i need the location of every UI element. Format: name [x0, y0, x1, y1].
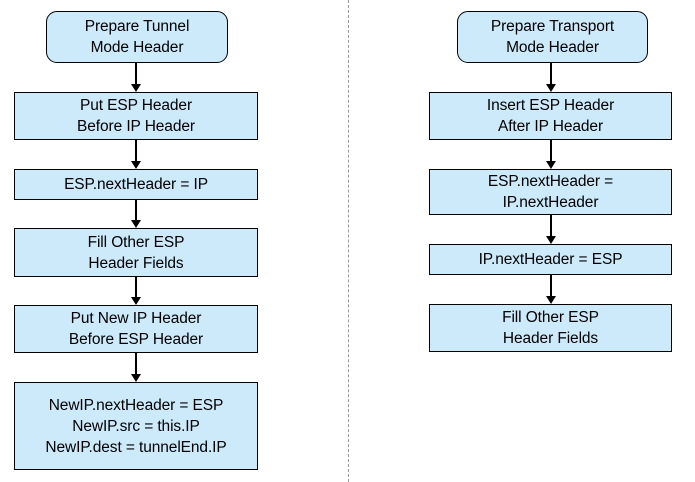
edge-tunnel-step-3-to-step-4 — [129, 277, 143, 305]
node-label: ESP.nextHeader = IP.nextHeader — [487, 173, 614, 211]
node-transport-start[interactable]: Prepare Transport Mode Header — [457, 11, 648, 63]
arrowhead-icon — [131, 374, 141, 382]
edge-tunnel-step-4-to-step-5 — [129, 353, 143, 382]
edge-line — [135, 277, 137, 297]
node-transport-step-1[interactable]: Insert ESP Header After IP Header — [429, 92, 672, 140]
edge-tunnel-step-2-to-step-3 — [129, 200, 143, 228]
node-tunnel-step-3[interactable]: Fill Other ESP Header Fields — [14, 228, 258, 277]
edge-line — [550, 63, 552, 84]
node-label: IP.nextHeader = ESP — [478, 251, 623, 268]
node-transport-step-2[interactable]: ESP.nextHeader = IP.nextHeader — [429, 169, 672, 215]
edge-transport-step-1-to-step-2 — [544, 140, 558, 169]
node-tunnel-step-2[interactable]: ESP.nextHeader = IP — [14, 169, 258, 200]
node-label: Fill Other ESP Header Fields — [87, 233, 185, 272]
node-label: Put New IP Header Before ESP Header — [68, 310, 204, 348]
node-transport-step-3[interactable]: IP.nextHeader = ESP — [429, 244, 672, 275]
node-transport-step-4[interactable]: Fill Other ESP Header Fields — [429, 304, 672, 352]
arrowhead-icon — [546, 84, 556, 92]
node-label: Prepare Tunnel Mode Header — [84, 18, 190, 56]
arrowhead-icon — [546, 236, 556, 244]
arrowhead-icon — [546, 296, 556, 304]
node-label: Fill Other ESP Header Fields — [502, 309, 599, 347]
arrowhead-icon — [131, 84, 141, 92]
edge-line — [135, 140, 137, 161]
node-label: ESP.nextHeader = IP — [64, 176, 208, 193]
node-tunnel-step-5[interactable]: NewIP.nextHeader = ESP NewIP.src = this.… — [14, 382, 258, 470]
edge-line — [550, 215, 552, 236]
edge-line — [550, 140, 552, 161]
arrowhead-icon — [131, 161, 141, 169]
node-tunnel-step-1[interactable]: Put ESP Header Before IP Header — [14, 92, 258, 140]
node-label: Prepare Transport Mode Header — [490, 18, 615, 56]
node-tunnel-start[interactable]: Prepare Tunnel Mode Header — [46, 11, 228, 63]
edge-line — [550, 275, 552, 296]
node-label: NewIP.nextHeader = ESP NewIP.src = this.… — [45, 396, 227, 456]
edge-line — [135, 63, 137, 84]
column-divider — [348, 0, 349, 482]
node-label: Put ESP Header Before IP Header — [77, 97, 195, 135]
edge-line — [135, 200, 137, 220]
node-tunnel-step-4[interactable]: Put New IP Header Before ESP Header — [14, 305, 258, 353]
edge-tunnel-step-1-to-step-2 — [129, 140, 143, 169]
arrowhead-icon — [131, 220, 141, 228]
edge-transport-start-to-step-1 — [544, 63, 558, 92]
arrowhead-icon — [546, 161, 556, 169]
edge-tunnel-start-to-step-1 — [129, 63, 143, 92]
node-label: Insert ESP Header After IP Header — [486, 97, 615, 135]
arrowhead-icon — [131, 297, 141, 305]
edge-transport-step-3-to-step-4 — [544, 275, 558, 304]
edge-transport-step-2-to-step-3 — [544, 215, 558, 244]
edge-line — [135, 353, 137, 374]
